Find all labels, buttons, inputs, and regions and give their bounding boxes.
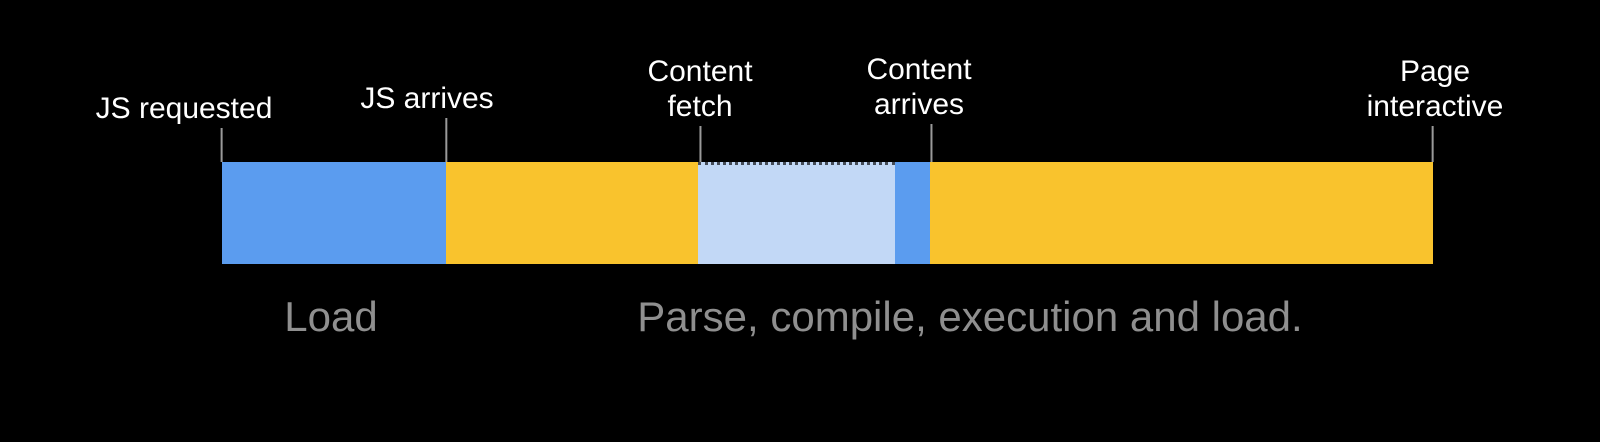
- segment-parse-compile: [446, 162, 698, 264]
- segment-execution-load: [930, 162, 1433, 264]
- marker-label-line: arrives: [873, 88, 965, 121]
- marker-label: JS requested: [96, 91, 273, 126]
- marker-page-interactive: Page interactive: [1367, 54, 1504, 162]
- segment-content-fetch: [698, 162, 895, 264]
- marker-label-line: fetch: [667, 90, 733, 123]
- marker-js-arrives: JS arrives: [360, 81, 494, 162]
- segment-js-download: [222, 162, 446, 264]
- segment-content-arrives: [895, 162, 930, 264]
- marker-js-requested: JS requested: [96, 91, 273, 162]
- marker-label-line: Content: [866, 53, 972, 86]
- marker-label: Content arrives: [866, 52, 971, 122]
- marker-label-line: JS requested: [95, 92, 273, 125]
- marker-label: JS arrives: [360, 81, 493, 116]
- marker-label-line: Page: [1399, 55, 1471, 88]
- tick-line: [1431, 126, 1434, 162]
- timeline-bar: [222, 162, 1433, 264]
- marker-content-fetch: Content fetch: [647, 54, 753, 162]
- marker-label-line: JS arrives: [360, 82, 494, 115]
- tick-line: [221, 128, 223, 162]
- tick-line: [444, 118, 447, 162]
- caption-load: Load: [284, 293, 378, 340]
- marker-label-line: interactive: [1366, 90, 1504, 123]
- marker-label: Page interactive: [1367, 54, 1504, 124]
- tick-line: [929, 124, 932, 162]
- caption-parse-compile-execution-load: Parse, compile, execution and load.: [637, 293, 1303, 340]
- marker-label: Content fetch: [647, 54, 752, 124]
- marker-label-line: Content: [647, 55, 753, 88]
- marker-content-arrives: Content arrives: [866, 52, 972, 162]
- tick-line: [698, 126, 701, 162]
